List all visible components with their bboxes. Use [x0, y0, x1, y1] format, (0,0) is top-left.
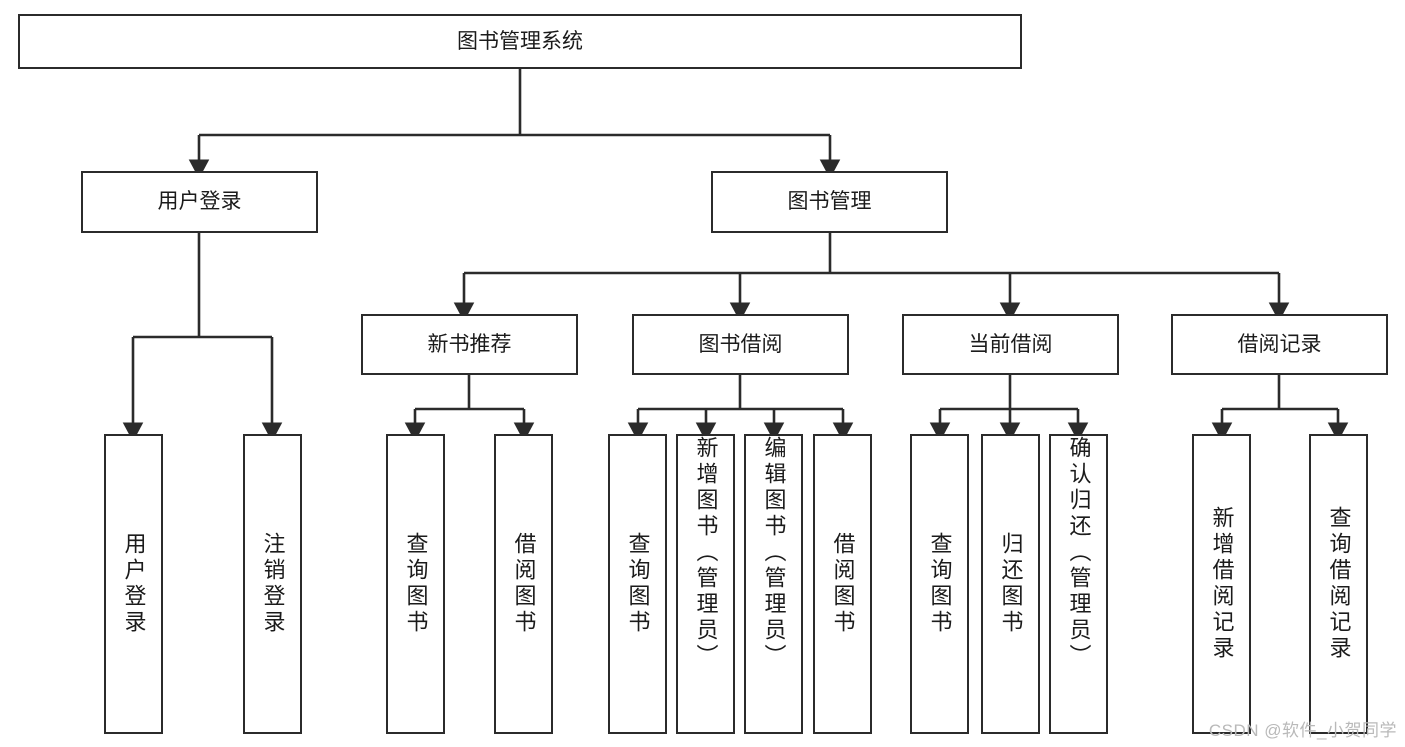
node-current-borrow[interactable]: 当前借阅 [902, 314, 1119, 375]
node-label: 用户登录 [121, 532, 147, 636]
node-new-book-recommend[interactable]: 新书推荐 [361, 314, 578, 375]
node-label: 注销登录 [260, 532, 286, 636]
node-label: 图书管理 [787, 190, 872, 214]
leaf-book-borrow-query-book[interactable]: 查询图书 [608, 434, 667, 734]
leaf-current-borrow-query-book[interactable]: 查询图书 [910, 434, 969, 734]
leaf-book-borrow-add-book[interactable]: 新增图书（管理员） [676, 434, 735, 734]
leaf-new-book-borrow-book[interactable]: 借阅图书 [494, 434, 553, 734]
leaf-user-login-login[interactable]: 用户登录 [104, 434, 163, 734]
node-label: 查询借阅记录 [1326, 506, 1352, 662]
node-label: 当前借阅 [968, 332, 1053, 356]
node-label: 新增图书（管理员） [693, 436, 719, 670]
node-label: 查询图书 [927, 532, 953, 636]
node-label: 图书管理系统 [457, 29, 583, 53]
leaf-borrow-record-query-record[interactable]: 查询借阅记录 [1309, 434, 1368, 734]
node-label: 归还图书 [998, 532, 1024, 636]
node-label: 图书借阅 [698, 332, 783, 356]
node-label: 新书推荐 [427, 332, 512, 356]
node-book-borrow[interactable]: 图书借阅 [632, 314, 849, 375]
watermark-text: CSDN @软件_小贺同学 [1208, 721, 1397, 740]
node-user-login[interactable]: 用户登录 [81, 171, 318, 233]
node-book-management[interactable]: 图书管理 [711, 171, 948, 233]
leaf-new-book-query-book[interactable]: 查询图书 [386, 434, 445, 734]
leaf-user-login-logout[interactable]: 注销登录 [243, 434, 302, 734]
node-label: 查询图书 [625, 532, 651, 636]
node-label: 借阅记录 [1237, 332, 1322, 356]
leaf-borrow-record-add-record[interactable]: 新增借阅记录 [1192, 434, 1251, 734]
node-label: 编辑图书（管理员） [761, 436, 787, 670]
node-label: 用户登录 [157, 190, 242, 214]
leaf-book-borrow-edit-book[interactable]: 编辑图书（管理员） [744, 434, 803, 734]
node-label: 确认归还（管理员） [1066, 436, 1092, 670]
node-label: 借阅图书 [830, 532, 856, 636]
node-label: 借阅图书 [511, 532, 537, 636]
node-label: 新增借阅记录 [1209, 506, 1235, 662]
leaf-current-borrow-confirm-return[interactable]: 确认归还（管理员） [1049, 434, 1108, 734]
leaf-current-borrow-return-book[interactable]: 归还图书 [981, 434, 1040, 734]
node-label: 查询图书 [403, 532, 429, 636]
leaf-book-borrow-borrow-book[interactable]: 借阅图书 [813, 434, 872, 734]
node-borrow-record[interactable]: 借阅记录 [1171, 314, 1388, 375]
node-root-system[interactable]: 图书管理系统 [18, 14, 1022, 69]
